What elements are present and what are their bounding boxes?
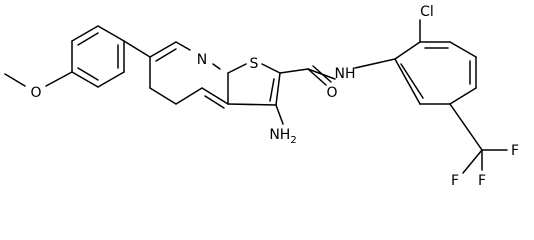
thiophene-sulfur-label: S [250, 56, 259, 72]
chlorotrifluoromethylphenyl-ring [394, 41, 477, 105]
pyridine-ring [149, 41, 229, 109]
fluorine-label-3: F [451, 173, 459, 189]
methoxyphenyl-ring [71, 25, 125, 88]
chemical-structure-diagram: O N S NH NH2 O Cl F F F [4, 4, 519, 189]
amino-nh-text: NH [269, 127, 290, 143]
carboxamide-group [279, 58, 396, 86]
thiophene-ring [227, 63, 281, 106]
amide-nh-label: NH [335, 66, 356, 82]
trifluoromethyl-group [449, 103, 508, 174]
amino-subscript: 2 [290, 135, 296, 146]
amino-label: NH2 [269, 127, 296, 146]
methoxy-group [4, 71, 73, 87]
methoxy-oxygen-label: O [30, 85, 41, 101]
aryl-pyridine-bond [123, 40, 151, 58]
fluorine-label-1: F [511, 143, 519, 159]
pyridine-nitrogen-label: N [197, 52, 207, 68]
carbonyl-oxygen-label: O [326, 85, 337, 101]
fluorine-label-2: F [478, 173, 486, 189]
amino-bond [275, 104, 284, 125]
chlorine-label: Cl [420, 4, 434, 20]
